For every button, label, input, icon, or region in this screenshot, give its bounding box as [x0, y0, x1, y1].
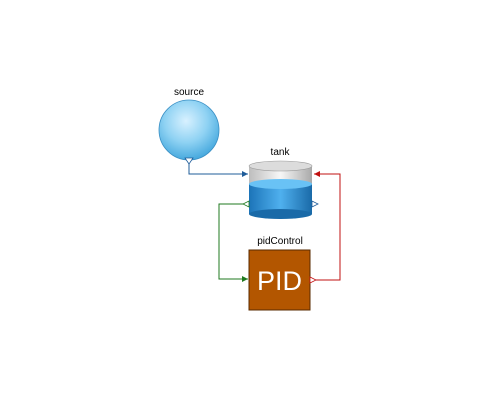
tank-output-port-icon — [311, 200, 319, 208]
tank-water-surface — [249, 179, 312, 189]
tank-bottom — [249, 209, 312, 219]
tank-input-port-icon — [242, 200, 250, 208]
connection-pid-tank[interactable] — [314, 173, 341, 281]
tank-label: tank — [271, 147, 291, 158]
pid-label: pidControl — [257, 236, 303, 247]
pid-block — [248, 249, 311, 311]
tank-component[interactable]: tank — [242, 147, 319, 219]
pid-output-port-icon — [309, 276, 317, 284]
pid-component[interactable]: pidControl PID — [248, 236, 317, 311]
tank-top-rim — [248, 160, 313, 172]
connection-source-tank[interactable] — [188, 164, 248, 175]
arrow-pid-tank — [314, 171, 320, 177]
source-component[interactable]: source — [158, 87, 220, 165]
connection-tank-pid[interactable] — [218, 203, 248, 280]
source-sphere — [158, 99, 220, 161]
source-port-icon — [184, 157, 194, 165]
source-label: source — [174, 87, 204, 98]
arrow-source-tank — [242, 171, 248, 177]
pid-block-text: PID — [257, 266, 302, 296]
arrow-tank-pid — [242, 276, 248, 282]
